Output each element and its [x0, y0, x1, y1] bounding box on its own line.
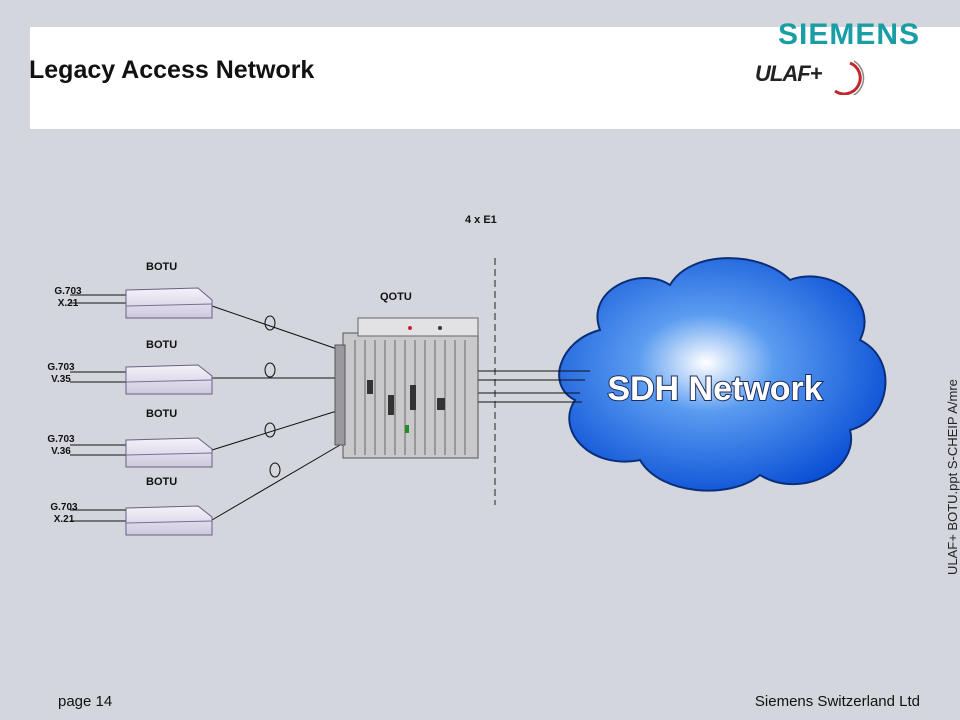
- botu-modem-3: [125, 437, 213, 468]
- interface-label-1: G.703 X.21: [48, 286, 88, 310]
- siemens-logo: SIEMENS: [777, 18, 920, 51]
- botu-label: BOTU: [146, 408, 178, 420]
- interface-label-4: G.703 X.21: [44, 502, 84, 526]
- ulaf-logo-text: ULAF+: [755, 61, 822, 86]
- interface-name: G.703: [54, 286, 82, 297]
- side-file-note: ULAF+ BOTU.ppt S-CHEIP A/mre: [945, 379, 960, 575]
- company-name: Siemens Switzerland Ltd: [754, 693, 920, 710]
- loop-marker: [264, 315, 276, 331]
- e1-links: [478, 370, 590, 403]
- botu-label: BOTU: [146, 476, 178, 488]
- botu-modem-1: [125, 287, 213, 319]
- link-label: 4 x E1: [465, 214, 497, 226]
- qotu-label: QOTU: [380, 291, 412, 303]
- interface-label-3: G.703 V.36: [41, 434, 81, 458]
- interface-name: X.21: [53, 514, 75, 525]
- interface-name: V.36: [51, 446, 71, 457]
- loop-marker: [264, 422, 276, 438]
- interface-name: G.703: [47, 434, 75, 445]
- page-number: page 14: [58, 693, 113, 710]
- qotu-rack: [334, 317, 479, 459]
- botu-label: BOTU: [146, 339, 178, 351]
- header-bar: [30, 27, 960, 129]
- link-loop-markers: [264, 315, 281, 478]
- botu-label: BOTU: [146, 261, 178, 273]
- ulaf-swoosh-icon: [833, 60, 865, 95]
- interface-name: G.703: [50, 502, 78, 513]
- interface-name: X.21: [57, 298, 79, 309]
- sdh-network-label: SDH Network: [607, 370, 822, 408]
- botu-modem-4: [125, 505, 213, 536]
- interface-name: G.703: [47, 362, 75, 373]
- botu-modem-2: [125, 364, 213, 395]
- sdh-network-cloud: [558, 257, 887, 492]
- ulaf-logo: ULAF+: [755, 55, 875, 95]
- slide-title: Legacy Access Network: [29, 56, 315, 84]
- loop-marker: [264, 362, 276, 378]
- interface-name: V.35: [51, 374, 71, 385]
- interface-label-2: G.703 V.35: [41, 362, 81, 386]
- loop-marker: [269, 462, 281, 478]
- botu-links: [211, 305, 341, 521]
- interface-leads: [70, 294, 130, 522]
